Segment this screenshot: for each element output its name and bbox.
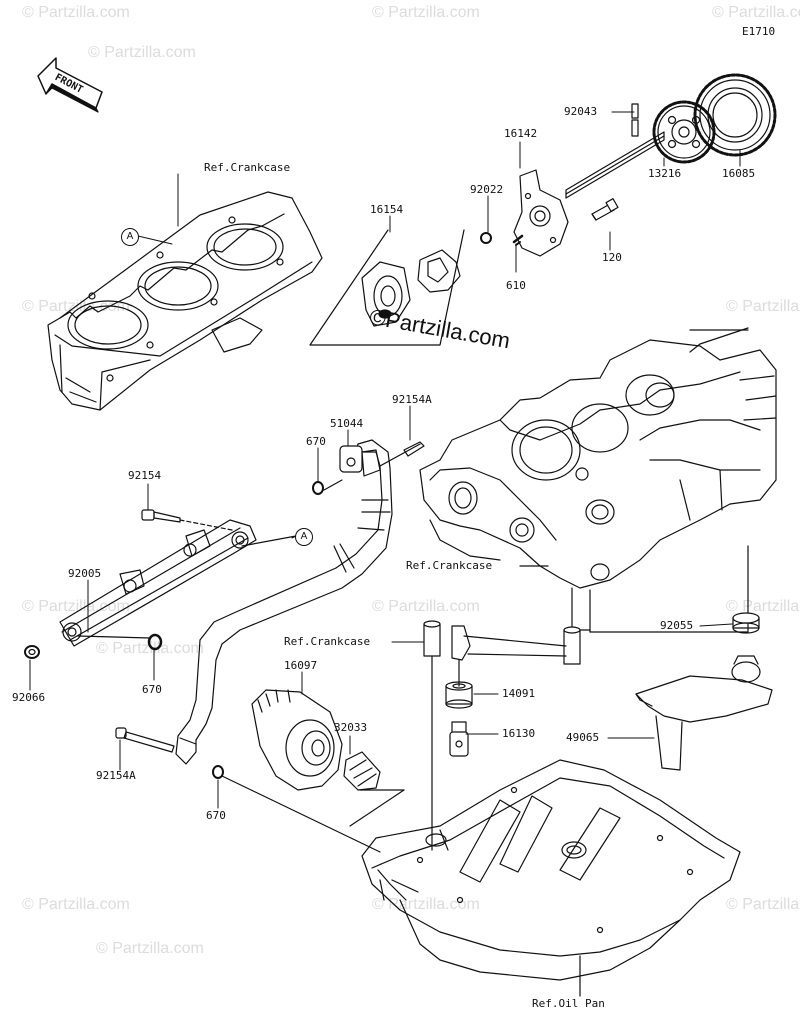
part-92154: 92154 bbox=[128, 469, 162, 482]
part-16130: 16130 bbox=[502, 727, 536, 740]
crankcase-pipe bbox=[423, 620, 581, 851]
nut-92066 bbox=[24, 645, 40, 659]
o-ring-670-b bbox=[147, 633, 163, 651]
part-670-a: 670 bbox=[306, 435, 326, 448]
watermark: © Partzilla.com bbox=[96, 940, 204, 957]
leader-lines bbox=[29, 111, 741, 809]
oil-pan bbox=[361, 759, 741, 997]
oil-pump-cover bbox=[480, 169, 569, 257]
oil-pump-leaders bbox=[309, 229, 465, 346]
watermark: © Partzilla.com bbox=[712, 4, 800, 21]
callout-marker-a: A bbox=[295, 528, 313, 546]
watermark: © Partzilla.com bbox=[372, 4, 480, 21]
part-49065: 49065 bbox=[566, 731, 600, 744]
front-arrow-icon bbox=[37, 57, 103, 113]
part-670-b: 670 bbox=[142, 683, 162, 696]
ref-oil-pan: Ref.Oil Pan bbox=[532, 997, 605, 1010]
bolt-92154 bbox=[141, 509, 233, 531]
part-610: 610 bbox=[506, 279, 526, 292]
oil-strainer bbox=[635, 655, 773, 771]
part-670-c: 670 bbox=[206, 809, 226, 822]
watermark: © Partzilla.com bbox=[96, 640, 204, 657]
watermark: © Partzilla.com bbox=[22, 4, 130, 21]
gasket-92055 bbox=[732, 612, 760, 634]
gear-16085 bbox=[693, 73, 777, 157]
ref-crankcase-mid: Ref.Crankcase bbox=[406, 559, 493, 572]
part-32033: 32033 bbox=[334, 721, 368, 734]
part-14091: 14091 bbox=[502, 687, 536, 700]
part-92055: 92055 bbox=[660, 619, 694, 632]
watermark: © Partzilla.com bbox=[22, 598, 130, 615]
crankcase-ref-leaders bbox=[519, 545, 749, 633]
o-ring-670-c bbox=[212, 765, 381, 853]
watermark: © Partzilla.com bbox=[22, 896, 130, 913]
oil-hose bbox=[175, 439, 425, 765]
o-ring-670-a bbox=[312, 479, 343, 495]
watermark: © Partzilla.com bbox=[726, 598, 800, 615]
part-92005: 92005 bbox=[68, 567, 102, 580]
union-32033 bbox=[343, 751, 405, 827]
oil-filter bbox=[251, 689, 343, 791]
watermark: © Partzilla.com bbox=[726, 896, 800, 913]
part-92022: 92022 bbox=[470, 183, 504, 196]
part-16097: 16097 bbox=[284, 659, 318, 672]
watermark: © Partzilla.com bbox=[372, 598, 480, 615]
pump-shaft bbox=[565, 103, 665, 199]
oil-pipe-92005 bbox=[59, 519, 297, 647]
part-16142: 16142 bbox=[504, 127, 538, 140]
gear-13216 bbox=[652, 100, 716, 164]
part-92066: 92066 bbox=[12, 691, 46, 704]
part-120: 120 bbox=[602, 251, 622, 264]
watermark: © Partzilla.com bbox=[88, 44, 196, 61]
part-13216: 13216 bbox=[648, 167, 682, 180]
part-51044: 51044 bbox=[330, 417, 364, 430]
ref-crankcase-top: Ref.Crankcase bbox=[204, 161, 291, 174]
watermark: © Partzilla.com bbox=[726, 298, 800, 315]
crankcase bbox=[419, 327, 777, 589]
oil-pump-rotor bbox=[361, 249, 461, 327]
diagram-code: E1710 bbox=[742, 25, 776, 38]
cylinder-block bbox=[47, 191, 323, 411]
part-92043: 92043 bbox=[564, 105, 598, 118]
part-16154: 16154 bbox=[370, 203, 404, 216]
part-16085: 16085 bbox=[722, 167, 756, 180]
callout-marker-a: A bbox=[121, 228, 139, 246]
valve-16130 bbox=[449, 721, 469, 757]
ref-crankcase-left: Ref.Crankcase bbox=[284, 635, 371, 648]
bolt-120 bbox=[591, 198, 619, 221]
part-92154A-bottom: 92154A bbox=[96, 769, 136, 782]
part-92154A-top: 92154A bbox=[392, 393, 432, 406]
bolt-92154A-bottom bbox=[115, 727, 175, 753]
